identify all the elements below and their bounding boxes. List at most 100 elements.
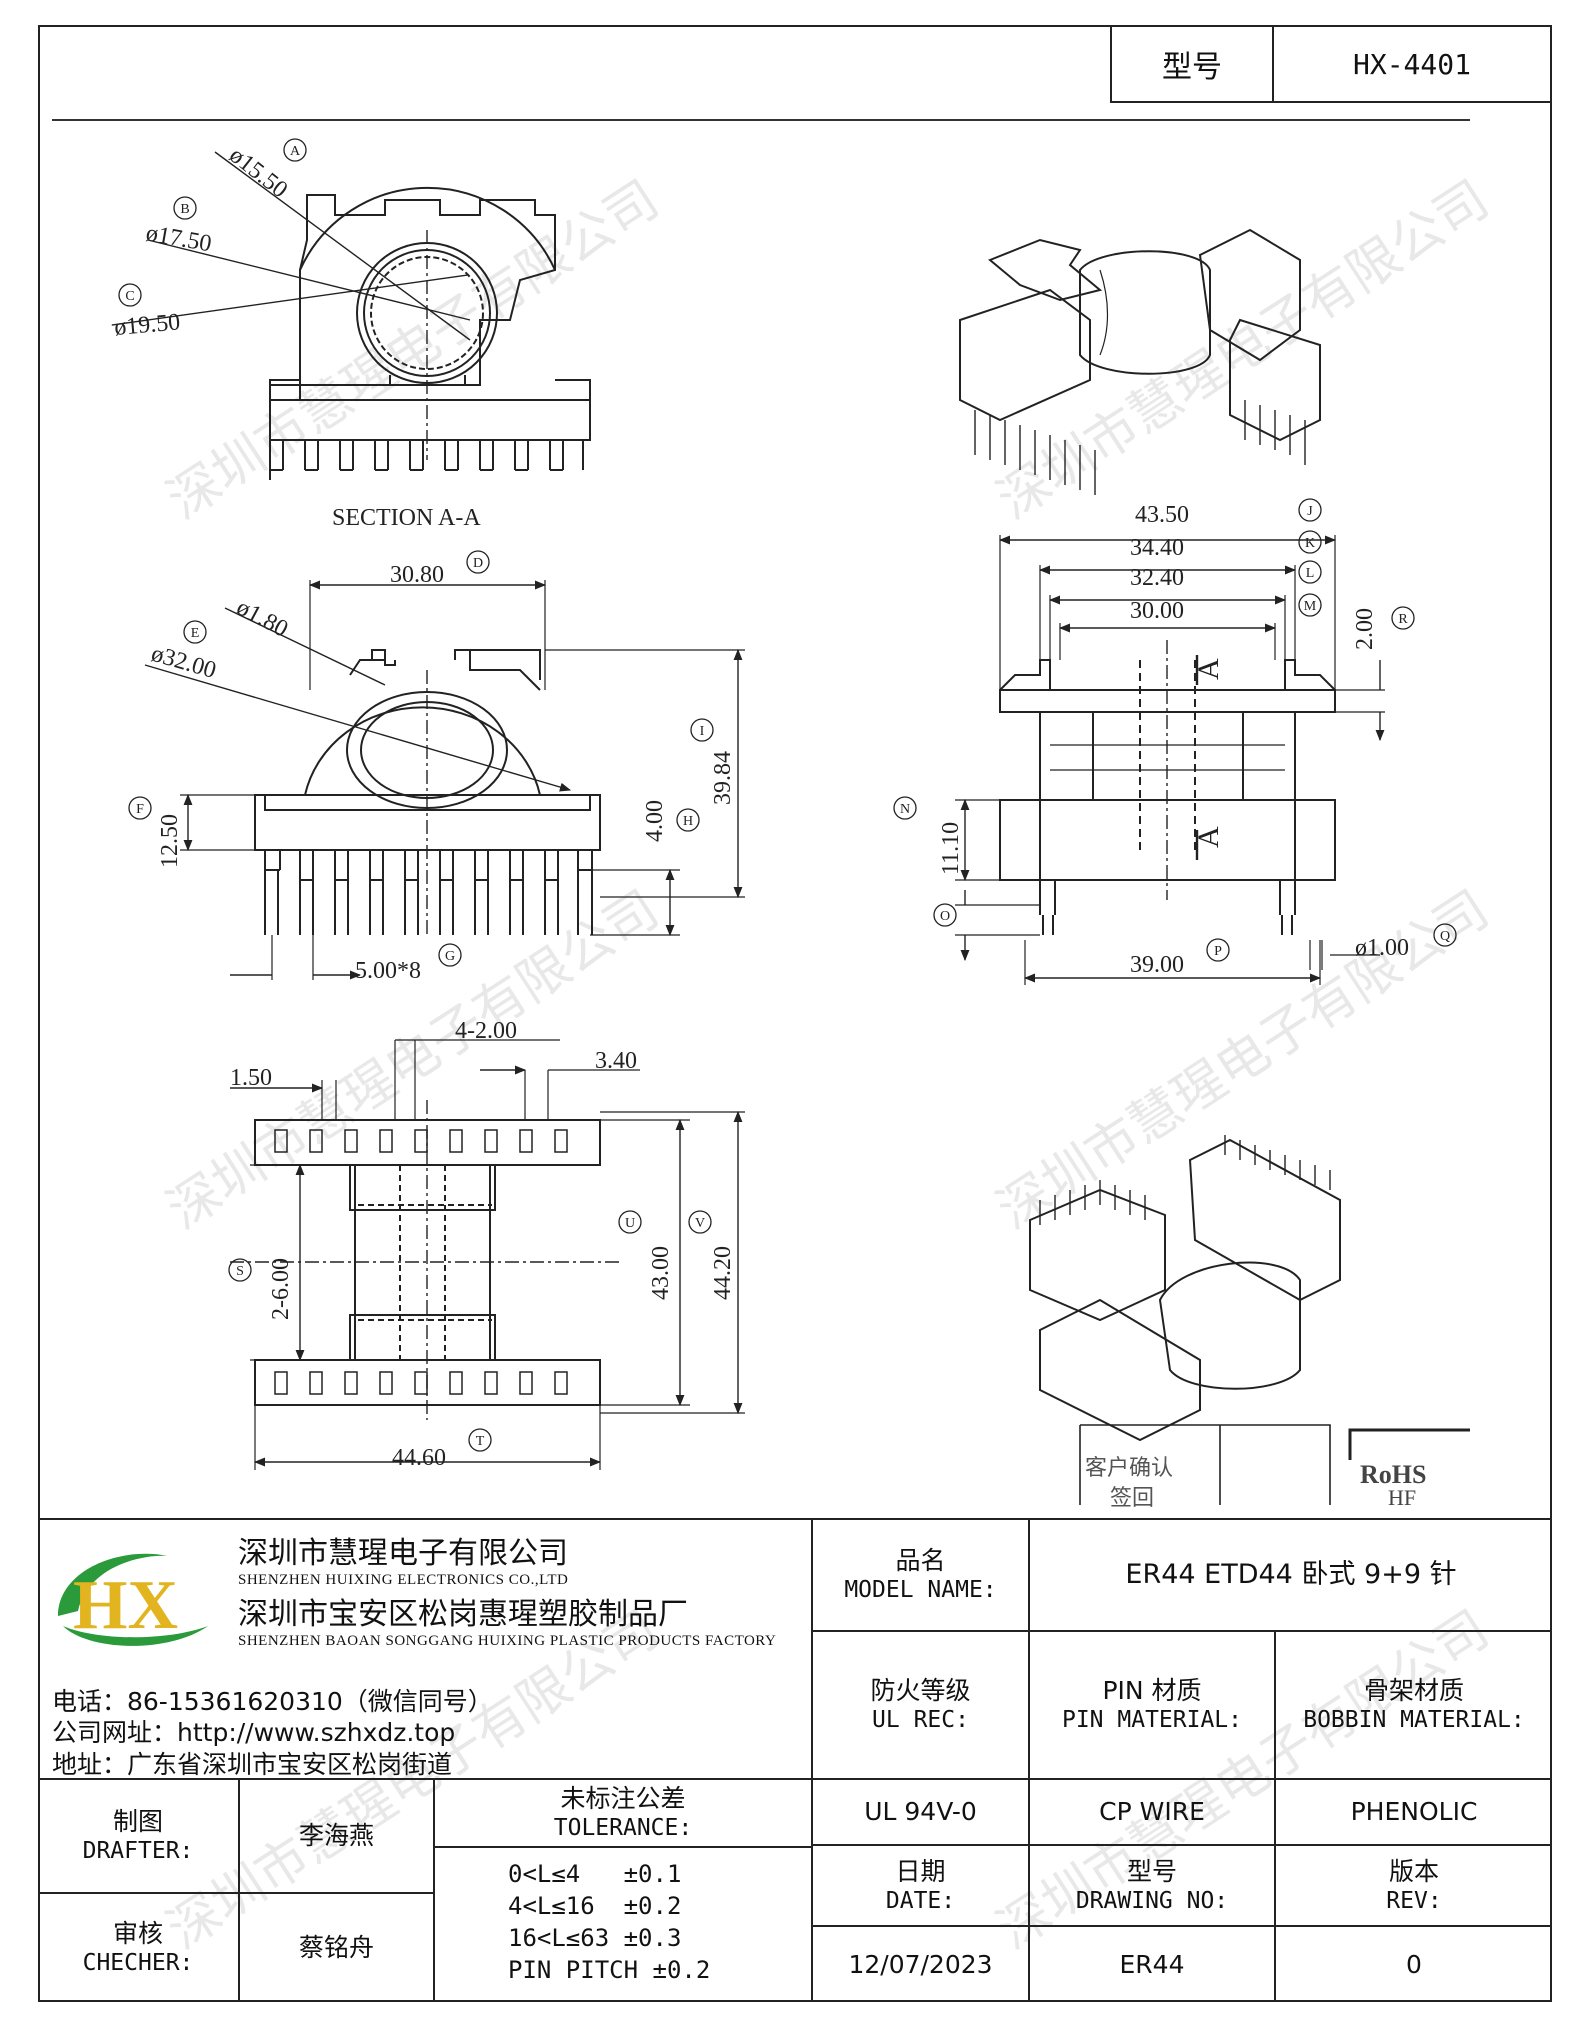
- checker-label-cell: 审核 CHECHER:: [38, 1894, 238, 2002]
- callout-circle-m: [1298, 593, 1322, 617]
- dim-b: ø17.50: [144, 220, 214, 257]
- dim-a: ø15.50: [224, 142, 292, 203]
- callout-circle-s: [228, 1258, 252, 1282]
- tolerance-line: 0<L≤4 ±0.1: [508, 1860, 682, 1888]
- checker-cn: 审核: [112, 1919, 163, 1948]
- dim-r: 2.00: [1352, 608, 1378, 650]
- callout-letter-a: A: [290, 144, 301, 159]
- tb-vline: [238, 1778, 240, 2002]
- company-info: 深圳市慧瑆电子有限公司 SHENZHEN HUIXING ELECTRONICS…: [238, 1528, 808, 1650]
- drawing-no-en: DRAWING NO:: [1075, 1887, 1229, 1914]
- ul-cn: 防火等级: [870, 1676, 971, 1705]
- callout-circle-g: [438, 943, 462, 967]
- rohs-box: [1348, 1428, 1470, 1460]
- pin-cn: PIN 材质: [1102, 1676, 1202, 1705]
- drawing-frame: [38, 25, 1552, 2002]
- model-number-box: 型号 HX-4401: [1110, 25, 1552, 103]
- dim-q: ø1.00: [1355, 935, 1409, 961]
- isometric-top-view: [959, 228, 1321, 495]
- dim-top-w2: 3.40: [595, 1048, 637, 1074]
- tb-vline: [811, 1518, 813, 2002]
- company-name-en: SHENZHEN HUIXING ELECTRONICS CO.,LTD: [238, 1572, 569, 1588]
- callout-letter-v: V: [695, 1216, 705, 1231]
- section-marker-bottom: A: [1192, 826, 1225, 848]
- side-view: [955, 535, 1385, 985]
- callout-circle-p: [1206, 938, 1230, 962]
- callout-circle-q: [1433, 923, 1457, 947]
- drafter-name: 李海燕: [298, 1821, 374, 1851]
- date-cn: 日期: [895, 1856, 946, 1886]
- tolerance-label-cell: 未标注公差 TOLERANCE:: [435, 1780, 811, 1846]
- technical-drawing: SECTION A-A ø15.50 ø17.50 ø19.50 30.80 ø…: [111, 138, 1470, 1510]
- bobbin-material-label-cell: 骨架材质 BOBBIN MATERIAL:: [1276, 1632, 1552, 1778]
- checker-name: 蔡铭舟: [298, 1933, 374, 1963]
- callout-circle-l: [1298, 560, 1322, 584]
- pin-material-label-cell: PIN 材质 PIN MATERIAL:: [1030, 1632, 1274, 1778]
- callout-circle-v: [688, 1210, 712, 1234]
- front-view: [144, 580, 745, 980]
- callout-letter-f: F: [136, 802, 144, 817]
- callout-letter-q: Q: [1440, 929, 1450, 944]
- logo-h: HX: [73, 1567, 178, 1644]
- drawing-no-cn: 型号: [1126, 1856, 1177, 1886]
- callout-circle-c: [118, 283, 142, 307]
- section-a-a-view: [111, 151, 591, 480]
- callout-letter-k: K: [1305, 536, 1315, 551]
- factory-name-cn: 深圳市宝安区松岗惠瑆塑胶制品厂: [238, 1597, 688, 1632]
- bottom-view: [230, 1039, 745, 1470]
- model-name-cn: 品名: [895, 1546, 946, 1575]
- callout-circle-r: [1391, 606, 1415, 630]
- drafter-label-cell: 制图 DRAFTER:: [38, 1780, 238, 1892]
- pin-en: PIN MATERIAL:: [1061, 1707, 1242, 1734]
- dim-e: ø32.00: [148, 641, 219, 684]
- dim-g: 5.00*8: [355, 958, 421, 984]
- date-en: DATE:: [885, 1887, 956, 1914]
- callout-letter-g: G: [445, 949, 455, 964]
- section-marker-top: A: [1192, 658, 1225, 680]
- drawing-no-value: ER44: [1119, 1949, 1185, 1979]
- dim-j: 43.50: [1135, 502, 1189, 528]
- callout-letter-n: N: [900, 802, 910, 817]
- dim-c: ø19.50: [113, 309, 181, 341]
- callout-letter-o: O: [940, 909, 950, 924]
- factory-name-en: SHENZHEN BAOAN SONGGANG HUIXING PLASTIC …: [238, 1633, 777, 1649]
- callout-circle-t: [468, 1428, 492, 1452]
- address: 地址：广东省深圳市宝安区松岗街道: [52, 1749, 453, 1779]
- callout-letter-j: J: [1307, 504, 1313, 519]
- company-name-cn: 深圳市慧瑆电子有限公司: [238, 1536, 568, 1571]
- tolerance-values: 0<L≤4 ±0.1 4<L≤16 ±0.2 16<L≤63 ±0.3 PIN …: [508, 1858, 808, 1986]
- rohs-label: RoHS: [1360, 1460, 1426, 1489]
- date-value: 12/07/2023: [848, 1949, 993, 1979]
- customer-confirm-text: 客户确认: [1085, 1455, 1173, 1480]
- callout-circle-a: [283, 138, 307, 162]
- drafter-en: DRAFTER:: [82, 1838, 194, 1865]
- checker-en: CHECHER:: [82, 1950, 194, 1977]
- tb-hline: [811, 1844, 1552, 1846]
- callout-letter-i: I: [700, 724, 705, 739]
- callout-circle-i: [690, 718, 714, 742]
- sign-text: 签回: [1110, 1485, 1154, 1510]
- bobbin-material-value: PHENOLIC: [1350, 1797, 1478, 1827]
- callout-circle-f: [128, 796, 152, 820]
- dim-n: 11.10: [938, 822, 964, 875]
- dim-top-w1: 4-2.00: [455, 1018, 517, 1044]
- dim-t: 44.60: [392, 1445, 446, 1471]
- customer-confirm-box: [1079, 1424, 1331, 1505]
- tb-vline: [1028, 1518, 1030, 2002]
- dim-v: 44.20: [710, 1246, 736, 1300]
- tb-hline: [38, 1778, 1552, 1780]
- bobbin-en: BOBBIN MATERIAL:: [1303, 1707, 1525, 1734]
- pin-material-value: CP WIRE: [1099, 1797, 1205, 1827]
- model-value: HX-4401: [1352, 47, 1471, 81]
- website: 公司网址：http://www.szhxdz.top: [52, 1718, 456, 1748]
- ul-label-cell: 防火等级 UL REC:: [813, 1632, 1028, 1778]
- date-label-cell: 日期 DATE:: [813, 1846, 1028, 1925]
- dim-f: 12.50: [157, 814, 183, 868]
- callout-letter-t: T: [476, 1434, 485, 1449]
- dim-h: 4.00: [642, 800, 668, 842]
- dim-top-w3: 1.50: [230, 1065, 272, 1091]
- dim-i: 39.84: [710, 751, 736, 805]
- callout-letter-l: L: [1306, 566, 1315, 581]
- tb-hline: [811, 1630, 1552, 1632]
